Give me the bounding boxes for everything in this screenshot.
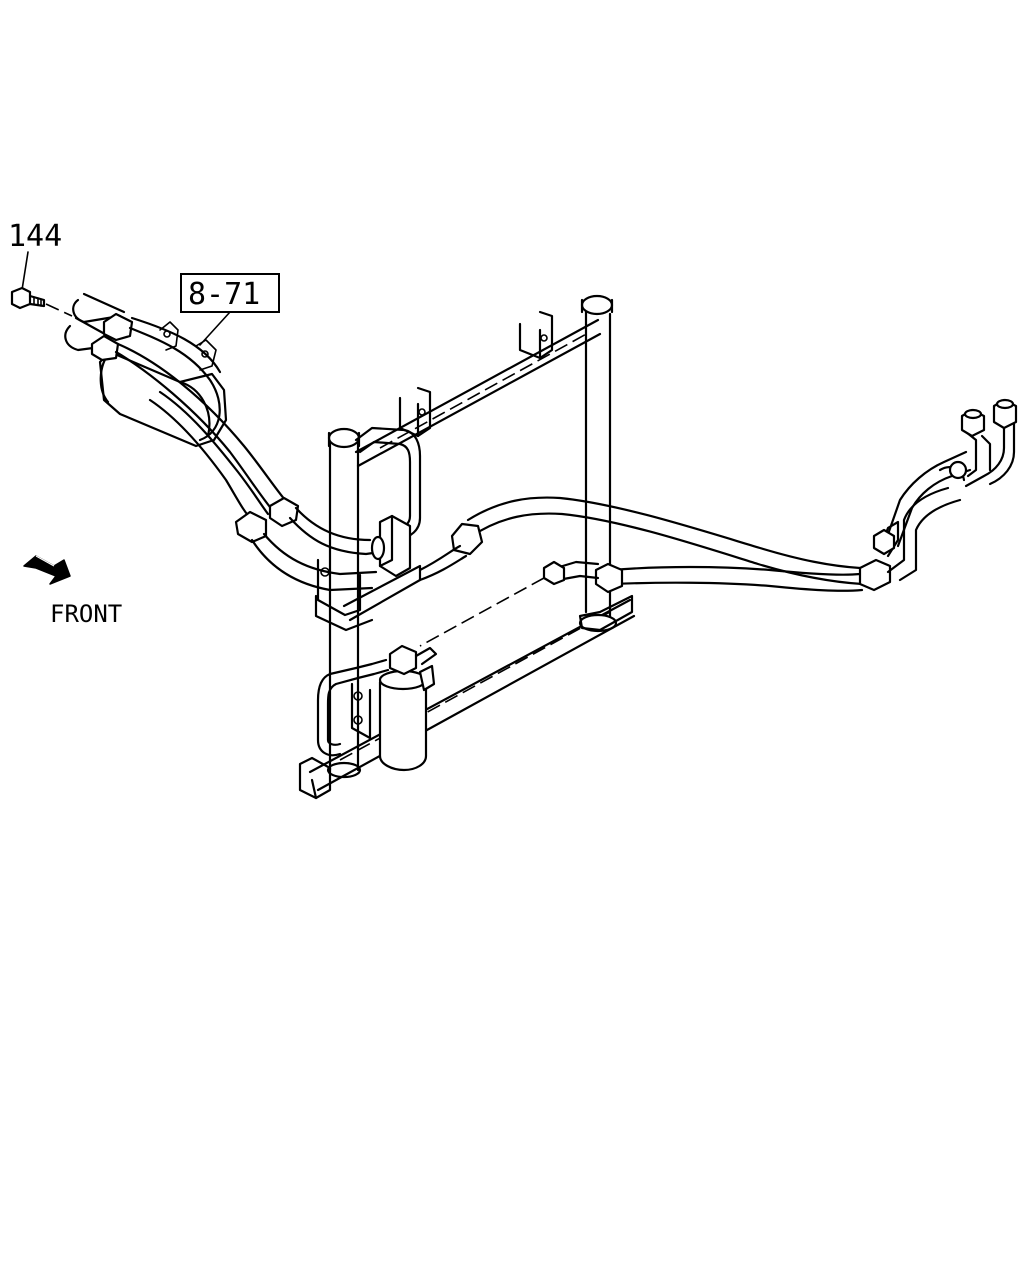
front-label: FRONT bbox=[50, 600, 122, 628]
callout-8-71-label: 8-71 bbox=[188, 277, 260, 312]
callout-144: 144 bbox=[8, 219, 62, 291]
bolt-icon bbox=[10, 286, 73, 317]
long-pipe-line bbox=[418, 496, 864, 647]
header-loop-pipe bbox=[342, 426, 422, 622]
suction-discharge-hoses bbox=[64, 292, 382, 592]
callout-144-leader bbox=[21, 251, 29, 291]
callout-8-71: 8-71 bbox=[180, 273, 280, 346]
callout-144-label: 144 bbox=[8, 219, 62, 254]
callout-8-71-leader bbox=[199, 311, 231, 346]
receiver-drier bbox=[316, 644, 438, 772]
front-arrow-icon bbox=[23, 555, 71, 585]
right-end-fittings bbox=[858, 398, 1018, 592]
